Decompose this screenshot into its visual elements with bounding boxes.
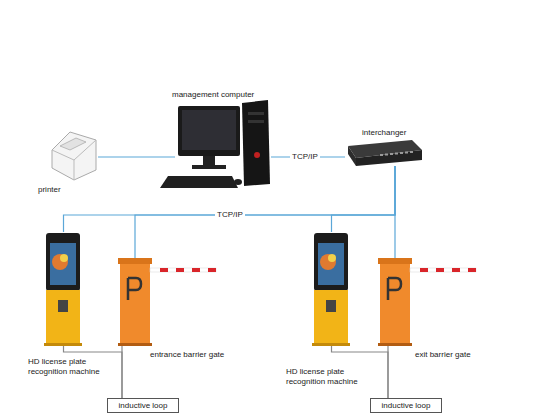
network-line — [64, 166, 396, 232]
network-line — [394, 166, 395, 258]
plate-camera-icon — [44, 233, 82, 346]
device-label: HD license plate recognition machine — [28, 357, 120, 376]
gate-node: entrance barrier gate — [118, 258, 152, 346]
printer-icon — [52, 132, 96, 180]
device-label: inductive loop — [119, 401, 168, 411]
edge-label: TCP/IP — [290, 153, 320, 162]
network-line — [98, 156, 175, 157]
switch-icon — [348, 140, 422, 166]
device-label: management computer — [172, 90, 254, 100]
computer-node: management computer — [175, 103, 271, 189]
computer-icon — [160, 100, 270, 188]
device-label: interchanger — [362, 128, 406, 138]
printer-node: printer — [48, 128, 98, 180]
camera-node: HD license plate recognition machine — [313, 232, 350, 346]
loop-box: inductive loop — [107, 398, 179, 413]
network-line — [121, 346, 122, 398]
network-line — [135, 166, 395, 258]
loop-box: inductive loop — [370, 398, 442, 413]
device-label: entrance barrier gate — [150, 350, 224, 360]
gate-node: exit barrier gate — [378, 258, 412, 346]
barrier-gate-icon — [118, 258, 216, 346]
network-line — [332, 166, 396, 232]
plate-camera-icon — [312, 233, 350, 346]
device-label: exit barrier gate — [415, 350, 471, 360]
device-label: HD license plate recognition machine — [286, 367, 378, 386]
network-line — [387, 346, 388, 398]
switch-node: interchanger — [345, 140, 422, 166]
camera-node: HD license plate recognition machine — [45, 232, 82, 346]
device-label: inductive loop — [382, 401, 431, 411]
edge-label: TCP/IP — [215, 211, 245, 220]
device-label: printer — [38, 185, 61, 195]
barrier-gate-icon — [378, 258, 476, 346]
